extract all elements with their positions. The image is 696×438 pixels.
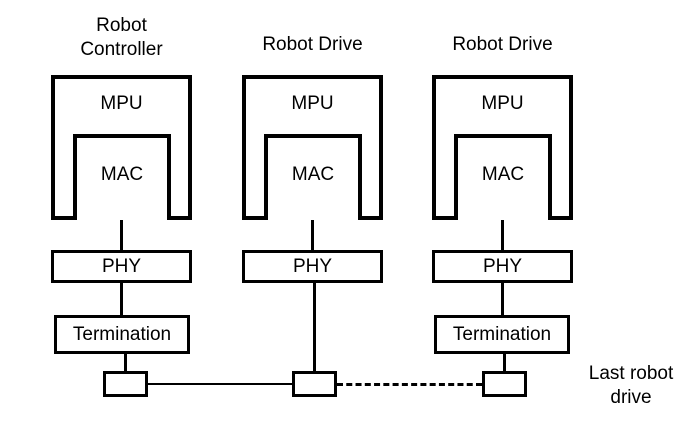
link-mpu-to-phy-robot-drive-2	[501, 220, 504, 252]
mac-block-robot-drive-2: MAC	[454, 134, 552, 220]
bus-tap-robot-drive-1	[292, 371, 337, 397]
mpu-label: MPU	[481, 93, 524, 114]
link-mpu-to-phy-robot-controller	[120, 220, 123, 252]
termination-label: Termination	[452, 323, 552, 345]
link-phy-to-termination-robot-controller	[120, 283, 123, 316]
link-phy-to-termination-robot-drive-2	[501, 283, 504, 316]
termination-label: Termination	[72, 323, 172, 345]
phy-block-robot-drive-2: PHY	[432, 250, 573, 283]
termination-block-robot-drive-2: Termination	[434, 315, 570, 354]
phy-block-robot-drive-1: PHY	[242, 250, 383, 283]
column-caption-robot-drive-2: Robot Drive	[452, 34, 553, 55]
phy-label: PHY	[101, 255, 142, 277]
phy-label: PHY	[292, 255, 333, 277]
link-mpu-to-phy-robot-drive-1	[311, 220, 314, 252]
phy-label: PHY	[482, 255, 523, 277]
bus-segment-drive-1-to-drive-2	[337, 383, 482, 386]
mac-block-robot-controller: MAC	[73, 134, 171, 220]
last-robot-drive-note: Last robot drive	[588, 363, 674, 408]
link-termination-to-tap-robot-controller	[124, 354, 127, 373]
link-phy-to-tap-robot-drive-1	[313, 283, 316, 373]
link-termination-to-tap-robot-drive-2	[503, 354, 506, 373]
mac-block-robot-drive-1: MAC	[264, 134, 362, 220]
termination-block-robot-controller: Termination	[54, 315, 190, 354]
column-caption-robot-controller: Robot Controller	[80, 15, 163, 60]
bus-segment-controller-to-drive-1	[148, 383, 292, 385]
bus-tap-robot-drive-2	[482, 371, 527, 397]
mac-label: MAC	[100, 164, 144, 185]
mpu-label: MPU	[291, 93, 334, 114]
bus-tap-robot-controller	[103, 371, 148, 397]
mpu-label: MPU	[100, 93, 143, 114]
column-caption-robot-drive-1: Robot Drive	[262, 34, 363, 55]
phy-block-robot-controller: PHY	[51, 250, 192, 283]
mac-label: MAC	[291, 164, 335, 185]
mac-label: MAC	[481, 164, 525, 185]
